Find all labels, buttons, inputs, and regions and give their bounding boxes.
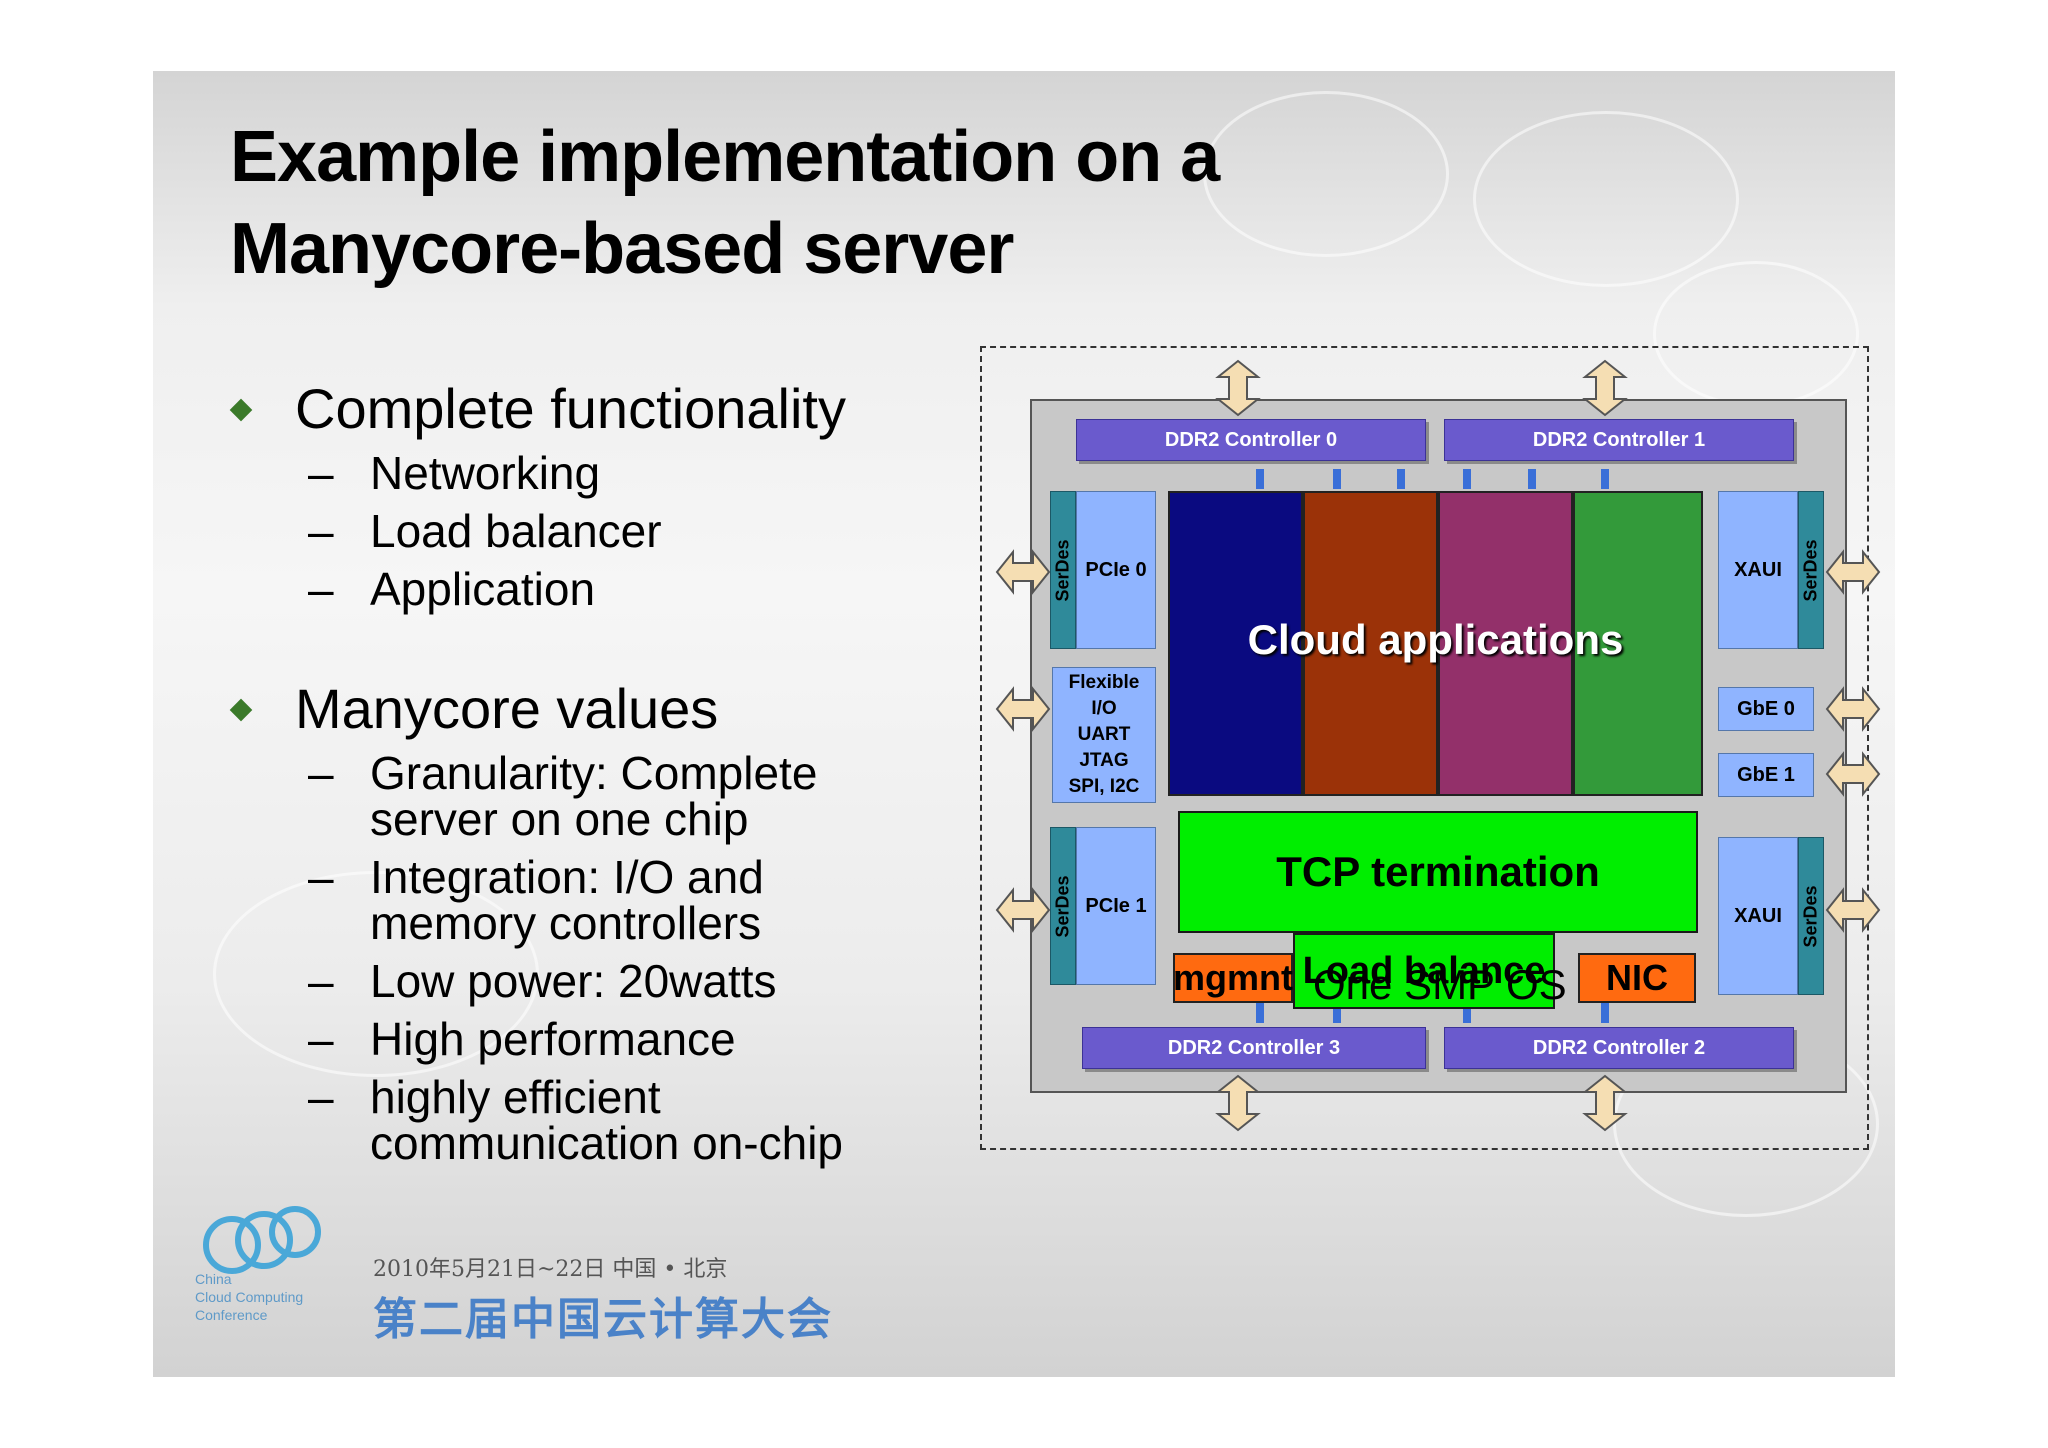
bus-connector	[1397, 469, 1405, 489]
core-column-1	[1168, 491, 1303, 796]
xaui-bottom: XAUI	[1718, 837, 1798, 995]
title-line-1: Example implementation on a	[230, 117, 1220, 197]
smp-os-boundary	[980, 346, 1869, 1150]
bus-connector	[1333, 469, 1341, 489]
bus-connector	[1256, 1003, 1264, 1023]
io-arrow-icon	[995, 887, 1051, 933]
slide: Example implementation on a Manycore-bas…	[153, 71, 1895, 1377]
conference-name: 第二届中国云计算大会	[373, 1294, 833, 1345]
cloud-applications-label: Cloud applications	[1247, 616, 1624, 663]
nic-block: NIC	[1578, 953, 1696, 1003]
pcie-0: PCIe 0	[1076, 491, 1156, 649]
serdes-left-bottom: SerDes	[1050, 827, 1076, 985]
diamond-bullet-icon	[229, 398, 253, 422]
io-arrow-icon	[1825, 686, 1881, 732]
io-arrow-icon	[1825, 751, 1881, 797]
io-arrow-icon	[1825, 887, 1881, 933]
bus-connector	[1601, 469, 1609, 489]
ddr2-controller-1: DDR2 Controller 1	[1444, 419, 1794, 461]
io-arrow-icon	[995, 686, 1051, 732]
flexible-io-block: Flexible I/O UART JTAG SPI, I2C	[1052, 667, 1156, 803]
background-cloud-ornament	[213, 871, 539, 1077]
gbe-0: GbE 0	[1718, 687, 1814, 731]
slide-title: Example implementation on a Manycore-bas…	[230, 111, 1220, 295]
conference-date: 2010年5月21日~22日 中国 • 北京	[373, 1257, 728, 1282]
core-column-3	[1438, 491, 1573, 796]
background-cloud-ornament	[1203, 91, 1449, 257]
xaui-top: XAUI	[1718, 491, 1798, 649]
pcie-1: PCIe 1	[1076, 827, 1156, 985]
tcp-termination-block: TCP termination	[1178, 811, 1698, 933]
serdes-right-bottom: SerDes	[1798, 837, 1824, 995]
bus-connector	[1463, 1003, 1471, 1023]
diagram-caption: One SMP OS	[1313, 961, 1567, 1008]
bus-connector	[1256, 469, 1264, 489]
diamond-bullet-icon	[229, 698, 253, 722]
logo-text-conference: Conference	[195, 1307, 268, 1323]
logo-ring-icon	[269, 1206, 321, 1258]
bus-connector	[1601, 1003, 1609, 1023]
ddr2-controller-3: DDR2 Controller 3	[1082, 1027, 1426, 1069]
memory-arrow-icon	[1582, 359, 1628, 417]
title-line-2: Manycore-based server	[230, 209, 1014, 289]
load-balance-block: Load balance	[1293, 933, 1555, 1009]
bus-connector	[1463, 469, 1471, 489]
gbe-1: GbE 1	[1718, 753, 1814, 797]
memory-arrow-icon	[1215, 359, 1261, 417]
bus-connector	[1528, 469, 1536, 489]
memory-arrow-icon	[1215, 1074, 1261, 1132]
bus-connector	[1333, 1003, 1341, 1023]
core-column-4	[1573, 491, 1703, 796]
background-cloud-ornament	[1473, 111, 1739, 287]
mgmnt-block: mgmnt	[1173, 953, 1293, 1003]
logo-text-cloud-computing: Cloud Computing	[195, 1289, 304, 1305]
ddr2-controller-2: DDR2 Controller 2	[1444, 1027, 1794, 1069]
logo-text-china: China	[195, 1271, 232, 1287]
core-column-2	[1303, 491, 1438, 796]
io-arrow-icon	[995, 549, 1051, 595]
memory-arrow-icon	[1582, 1074, 1628, 1132]
serdes-right-top: SerDes	[1798, 491, 1824, 649]
io-arrow-icon	[1825, 549, 1881, 595]
ddr2-controller-0: DDR2 Controller 0	[1076, 419, 1426, 461]
serdes-left-top: SerDes	[1050, 491, 1076, 649]
